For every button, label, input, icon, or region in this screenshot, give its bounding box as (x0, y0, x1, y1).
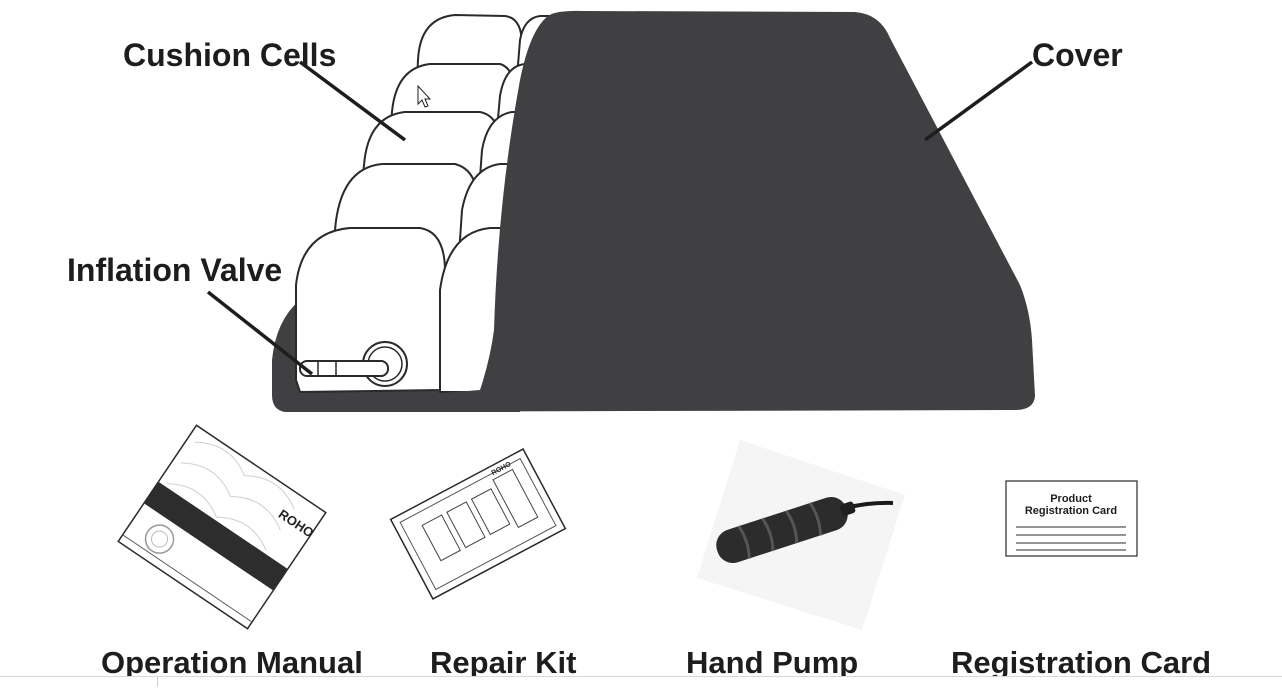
inflation-valve (299, 341, 408, 387)
registration-card-label: Registration Card (951, 645, 1211, 680)
inflation-valve-leader (206, 290, 314, 376)
registration-card-icon: Product Registration Card (1005, 480, 1138, 557)
hand-pump-label: Hand Pump (686, 645, 858, 680)
inflation-valve-label: Inflation Valve (67, 252, 282, 288)
operation-manual-label: Operation Manual (101, 645, 363, 680)
cover-leader (923, 60, 1034, 142)
repair-kit-label: Repair Kit (430, 645, 576, 680)
page-bottom-tick (157, 677, 158, 687)
registration-card-line1: Product (1050, 493, 1092, 505)
cushion-cells-label: Cushion Cells (123, 37, 336, 73)
cushion-cover (286, 10, 1035, 412)
mouse-cursor-icon (417, 84, 432, 108)
cushion-cells-leader (298, 60, 407, 142)
registration-card-line2: Registration Card (1025, 505, 1117, 517)
cover-label: Cover (1032, 37, 1123, 73)
page-bottom-edge (0, 676, 1282, 688)
repair-kit-icon: ROHO (389, 448, 567, 600)
operation-manual-icon: ROHO (117, 424, 327, 630)
cushion-illustration (272, 10, 1035, 412)
hand-pump-icon (697, 440, 905, 630)
